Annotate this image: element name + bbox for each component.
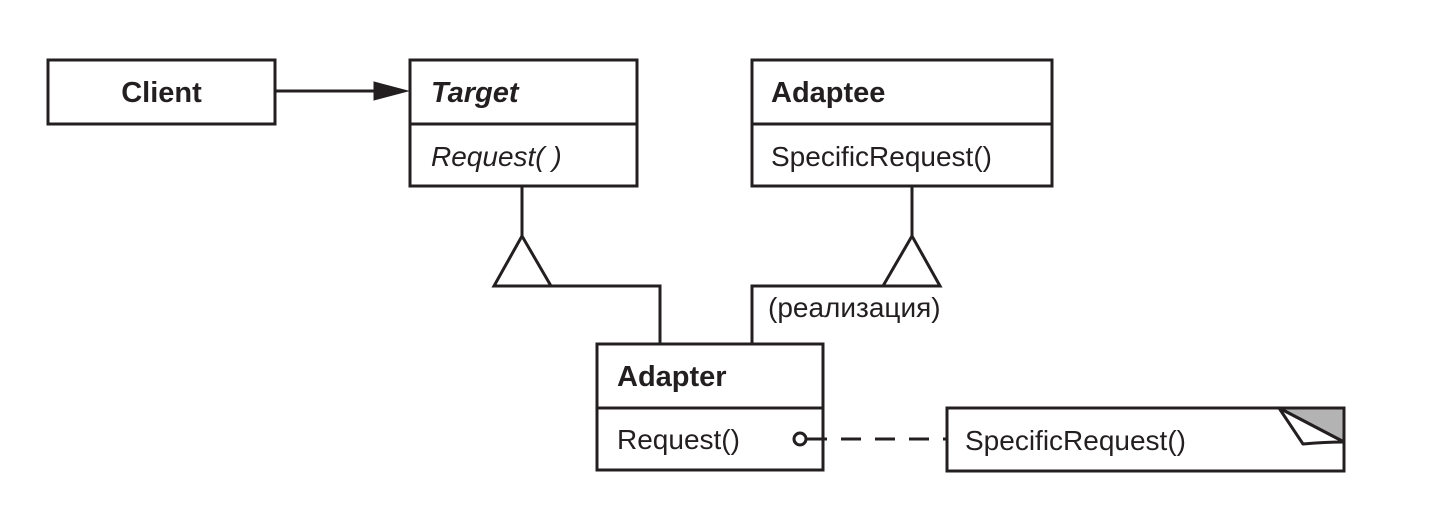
adapter-name: Adapter: [617, 361, 727, 393]
implementation-note[interactable]: SpecificRequest(): [945, 406, 1346, 473]
adapter-target-generalization: [491, 186, 662, 344]
adapter-operation: Request(): [617, 424, 740, 455]
client-name: Client: [121, 77, 202, 109]
adaptee-name: Adaptee: [771, 77, 885, 109]
note-anchor-dot: [792, 431, 808, 447]
note-box: [945, 406, 1346, 473]
note-fold-flap: [1277, 406, 1346, 446]
target-inherit-triangle: [491, 232, 554, 288]
adaptee-inherit-triangle: [880, 232, 943, 288]
client-box: [46, 58, 277, 126]
adaptee-operation: SpecificRequest(): [771, 141, 992, 172]
note-text: SpecificRequest(): [965, 425, 1186, 456]
client-class[interactable]: Client: [46, 58, 277, 126]
target-operation: Request( ): [431, 141, 562, 172]
implementation-label: (реализация): [768, 292, 941, 323]
adaptee-class[interactable]: Adaptee SpecificRequest(): [750, 58, 1054, 188]
target-class[interactable]: Target Request( ): [408, 58, 639, 188]
association-arrowhead: [373, 81, 410, 101]
target-name: Target: [431, 77, 520, 109]
note-link: [792, 431, 947, 447]
adapter-adaptee-implementation: (реализация): [750, 186, 943, 344]
adaptee-inherit-connector: [750, 284, 883, 344]
adapter-class[interactable]: Adapter Request(): [595, 342, 825, 472]
target-inherit-connector: [551, 284, 662, 344]
client-target-association: [275, 81, 410, 101]
